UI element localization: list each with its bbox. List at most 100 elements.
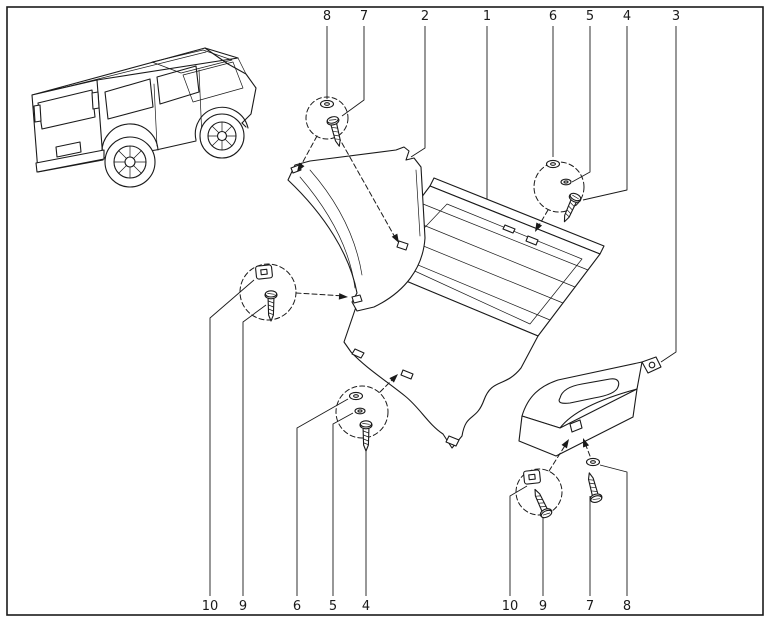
callout-label: 2	[421, 9, 429, 24]
callout-label: 6	[293, 599, 301, 614]
part-location-hatch-roof	[151, 49, 233, 74]
part-3-side-panel	[518, 356, 662, 457]
callout-top-8: 8	[323, 9, 331, 99]
panel-lip-slot	[502, 224, 516, 234]
screw-4-top	[558, 191, 583, 225]
callout-bottom-9a: 9	[239, 304, 267, 614]
callout-top-6: 6	[549, 9, 557, 157]
car-taillight-left	[33, 104, 42, 123]
car-a-pillar	[237, 57, 247, 75]
lock-washer-5-bottom	[354, 407, 366, 415]
callout-label: 1	[483, 9, 491, 24]
car-license-plate	[55, 141, 82, 158]
screw-4-bottom	[359, 420, 373, 452]
assembly-arrow-line	[337, 135, 397, 240]
group-circle-top-right	[533, 161, 585, 213]
car-taillight-right	[91, 91, 100, 110]
bracket-hole-right	[396, 240, 409, 251]
washer-8-bottom	[585, 457, 601, 467]
panel-hole-bottom	[445, 435, 460, 447]
callout-label: 10	[202, 599, 219, 614]
part-1-main-panel	[343, 177, 605, 449]
callouts-top: 8 7 2 1 6 5 4 3	[323, 9, 680, 363]
car-front-silhouette	[204, 47, 257, 124]
callout-top-5: 5	[571, 9, 594, 183]
callout-bottom-4: 4	[362, 448, 370, 614]
spring-nut-clip-10-left	[254, 264, 274, 280]
arrowhead	[338, 293, 348, 300]
assembly-arrow-line	[298, 135, 318, 170]
spring-nut-clip-10-right	[522, 469, 542, 485]
panel-screw-slot-flange	[400, 369, 414, 380]
bracket-hole-bottom	[351, 294, 363, 304]
callout-bottom-5: 5	[329, 412, 354, 614]
arrowhead	[391, 233, 399, 243]
callout-label: 5	[329, 599, 337, 614]
callout-leader	[209, 279, 255, 596]
callout-label: 4	[623, 9, 631, 24]
assembly-arrow-line	[548, 443, 567, 472]
callout-label: 8	[323, 9, 331, 24]
panel-screw-slot-top	[525, 235, 539, 246]
car-rear-wheel-arch	[101, 123, 159, 155]
side-panel-hump	[558, 378, 620, 404]
callout-leader	[341, 26, 365, 117]
callout-leader	[242, 304, 267, 596]
side-panel-front-hole	[569, 419, 583, 433]
callout-top-3: 3	[660, 9, 680, 363]
washer-8-top	[319, 99, 335, 109]
panel-ribs	[381, 201, 589, 321]
callout-label: 5	[586, 9, 594, 24]
arrowhead	[535, 222, 543, 232]
callout-label: 7	[360, 9, 368, 24]
callout-leader	[332, 412, 354, 596]
car-front-spokes	[207, 121, 237, 151]
callout-bottom-7: 7	[586, 496, 594, 614]
group-circle-bottom-center	[335, 385, 389, 439]
callout-label: 9	[539, 599, 547, 614]
bracket-bend-line-2	[309, 169, 363, 276]
car-side-window-front	[104, 78, 154, 120]
callout-bottom-8: 8	[599, 464, 631, 614]
screw-9-left	[264, 290, 278, 322]
callout-bottom-10a: 10	[202, 279, 255, 614]
callout-leader	[582, 26, 628, 201]
arrowhead	[297, 162, 305, 172]
car-side-window-rear	[156, 65, 200, 105]
car-location-thumbnail	[31, 47, 257, 188]
callout-leader	[571, 26, 591, 183]
assembly-arrow-line	[537, 209, 549, 228]
bracket-edge-line	[415, 169, 421, 237]
callout-leader	[660, 26, 677, 363]
bracket-outline	[287, 146, 426, 312]
arrowhead	[389, 374, 398, 383]
panel-hole-left	[351, 348, 365, 359]
callout-top-2: 2	[410, 9, 429, 158]
callout-label: 10	[502, 599, 519, 614]
group-circle-bottom-right	[515, 468, 563, 516]
bracket-bend-line-1	[299, 176, 356, 289]
panel-lower-flange	[343, 265, 539, 449]
callout-label: 8	[623, 599, 631, 614]
car-bumper	[35, 149, 105, 173]
assembly-arrow-line	[295, 292, 345, 297]
callout-label: 9	[239, 599, 247, 614]
group-circle-left	[239, 263, 297, 321]
washer-6-top	[545, 159, 561, 169]
side-panel-tab-hole	[648, 361, 656, 369]
callout-top-4: 4	[582, 9, 631, 201]
callout-top-1: 1	[483, 9, 491, 208]
callout-label: 6	[549, 9, 557, 24]
callout-leader	[509, 485, 528, 596]
callout-bottom-9b: 9	[539, 516, 547, 614]
lock-washer-5-top	[560, 178, 572, 186]
callout-label: 4	[362, 599, 370, 614]
callout-leader	[410, 26, 426, 158]
callout-bottom-6: 6	[293, 398, 349, 614]
assembly-arrows	[295, 135, 591, 472]
part-location-hatch-cargo	[182, 61, 244, 103]
callout-leader	[296, 398, 349, 596]
washer-6-bottom	[348, 391, 364, 401]
